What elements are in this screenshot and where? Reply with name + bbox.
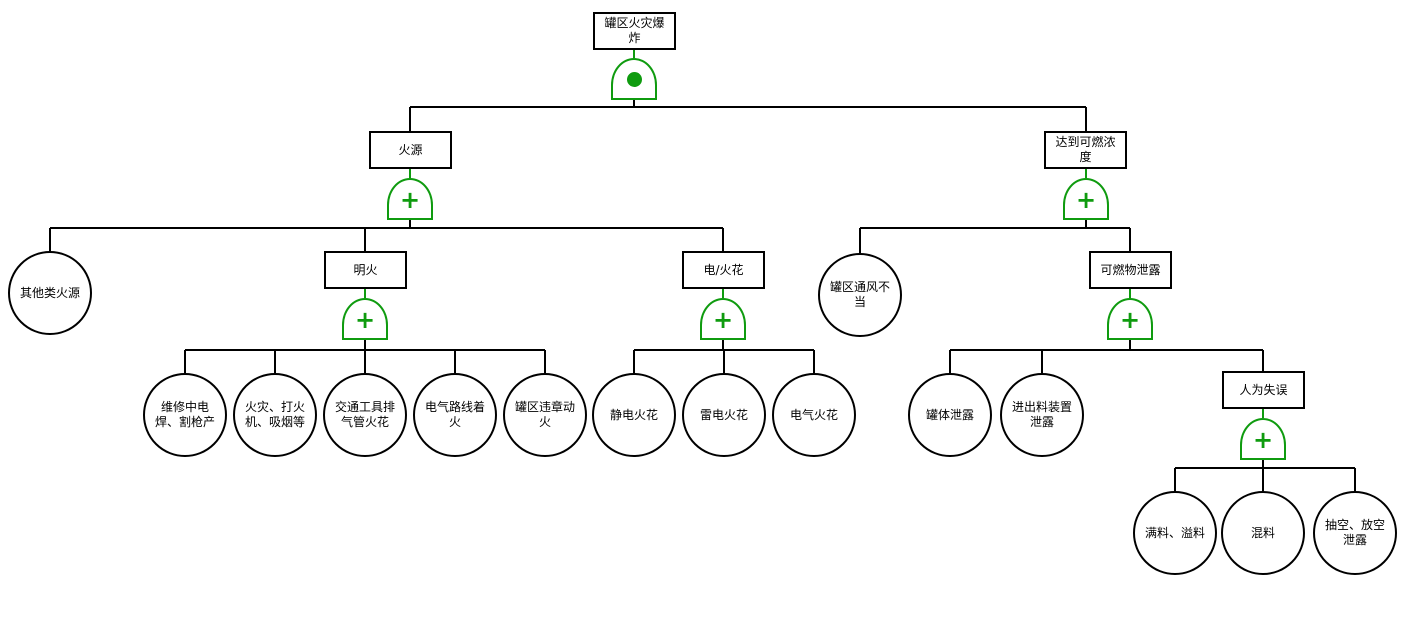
- node-welding-cutting-label: 维修中电焊、割枪产: [154, 400, 215, 429]
- node-top-event-label: 罐区火灾爆炸: [604, 16, 665, 45]
- node-fire-source: 火源: [369, 131, 452, 169]
- node-open-fire-label: 明火: [353, 262, 378, 277]
- node-electrical-spark-label: 电气火花: [789, 407, 838, 422]
- or-gate-icon: +: [1240, 418, 1286, 460]
- or-gate-plus-icon: +: [1075, 185, 1097, 214]
- or-gate-plus-icon: +: [354, 305, 376, 334]
- node-illegal-hot-work-label: 罐区违章动火: [514, 400, 575, 429]
- node-welding-cutting: 维修中电焊、割枪产: [143, 373, 227, 457]
- and-gate-dot-icon: [626, 71, 642, 87]
- or-gate-icon: +: [1063, 178, 1109, 220]
- node-other-fire-sources-label: 其他类火源: [19, 285, 80, 300]
- node-inlet-outlet-leak-label: 进出料装置泄露: [1011, 400, 1072, 429]
- node-vent-leak: 抽空、放空泄露: [1313, 491, 1397, 575]
- node-vehicle-exhaust-spark-label: 交通工具排气管火花: [334, 400, 395, 429]
- node-inlet-outlet-leak: 进出料装置泄露: [1000, 373, 1084, 457]
- node-static-spark: 静电火花: [592, 373, 676, 457]
- node-static-spark-label: 静电火花: [609, 407, 658, 422]
- node-human-error: 人为失误: [1222, 371, 1305, 409]
- node-combustible-leak-label: 可燃物泄露: [1100, 262, 1161, 277]
- or-gate-icon: +: [387, 178, 433, 220]
- node-lightning-spark-label: 雷电火花: [699, 407, 748, 422]
- node-electric-or-spark: 电/火花: [682, 251, 765, 289]
- and-gate-icon: [611, 58, 657, 100]
- node-other-fire-sources: 其他类火源: [8, 251, 92, 335]
- node-fire-source-label: 火源: [398, 142, 423, 157]
- node-electric-or-spark-label: 电/火花: [703, 262, 744, 277]
- or-gate-icon: +: [1107, 298, 1153, 340]
- or-gate-plus-icon: +: [399, 185, 421, 214]
- node-combustible-concentration: 达到可燃浓度: [1044, 131, 1127, 169]
- node-tank-body-leak: 罐体泄露: [908, 373, 992, 457]
- node-tank-area-poor-ventilation-label: 罐区通风不当: [829, 280, 890, 309]
- node-fire-lighter-smoking-label: 火灾、打火机、吸烟等: [244, 400, 305, 429]
- or-gate-icon: +: [700, 298, 746, 340]
- node-full-overflow: 满料、溢料: [1133, 491, 1217, 575]
- node-tank-area-poor-ventilation: 罐区通风不当: [818, 253, 902, 337]
- node-electric-line-fire: 电气路线着火: [413, 373, 497, 457]
- node-combustible-leak: 可燃物泄露: [1089, 251, 1172, 289]
- node-top-event: 罐区火灾爆炸: [593, 12, 676, 50]
- node-illegal-hot-work: 罐区违章动火: [503, 373, 587, 457]
- node-human-error-label: 人为失误: [1239, 382, 1288, 397]
- node-fire-lighter-smoking: 火灾、打火机、吸烟等: [233, 373, 317, 457]
- node-combustible-concentration-label: 达到可燃浓度: [1055, 135, 1116, 164]
- node-electrical-spark: 电气火花: [772, 373, 856, 457]
- node-tank-body-leak-label: 罐体泄露: [925, 407, 974, 422]
- node-open-fire: 明火: [324, 251, 407, 289]
- node-mixed-material: 混料: [1221, 491, 1305, 575]
- or-gate-icon: +: [342, 298, 388, 340]
- or-gate-plus-icon: +: [1252, 425, 1274, 454]
- node-lightning-spark: 雷电火花: [682, 373, 766, 457]
- node-vehicle-exhaust-spark: 交通工具排气管火花: [323, 373, 407, 457]
- or-gate-plus-icon: +: [1119, 305, 1141, 334]
- node-electric-line-fire-label: 电气路线着火: [424, 400, 485, 429]
- node-mixed-material-label: 混料: [1250, 525, 1275, 540]
- or-gate-plus-icon: +: [712, 305, 734, 334]
- node-full-overflow-label: 满料、溢料: [1144, 525, 1205, 540]
- node-vent-leak-label: 抽空、放空泄露: [1324, 518, 1385, 547]
